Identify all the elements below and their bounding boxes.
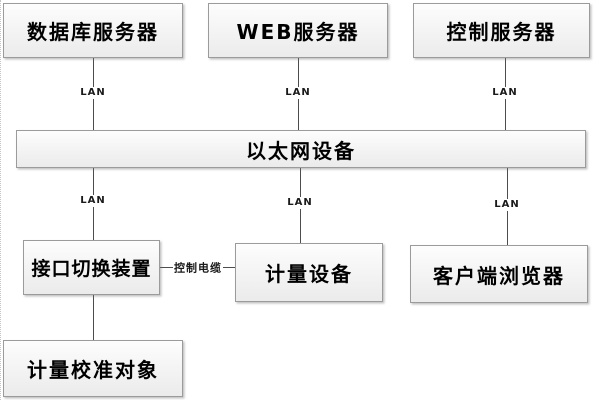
- node-web-server: WEB服务器: [208, 3, 388, 58]
- node-web-server-label: WEB服务器: [236, 20, 360, 44]
- node-client-browser-label: 客户端浏览器: [433, 263, 565, 288]
- node-interface-switch-label: 接口切换装置: [31, 258, 152, 280]
- node-calibration-object: 计量校准对象: [3, 340, 183, 397]
- node-metering-device-label: 计量设备: [265, 262, 353, 286]
- left-border-line: [0, 0, 1, 400]
- node-interface-switch: 接口切换装置: [23, 240, 160, 295]
- node-client-browser: 客户端浏览器: [410, 245, 588, 303]
- connector-switch-calibration: [93, 295, 94, 340]
- label-lan-web: LAN: [283, 87, 313, 99]
- label-lan-browser: LAN: [492, 199, 522, 211]
- node-database-server-label: 数据库服务器: [27, 20, 159, 44]
- node-database-server: 数据库服务器: [3, 3, 183, 58]
- label-lan-meter: LAN: [285, 197, 315, 209]
- node-calibration-object-label: 计量校准对象: [27, 358, 159, 382]
- node-metering-device: 计量设备: [235, 243, 383, 302]
- node-ethernet-device: 以太网设备: [16, 130, 586, 168]
- label-control-cable: 控制电缆: [173, 261, 223, 275]
- node-ethernet-device-label: 以太网设备: [246, 138, 356, 163]
- label-lan-ctrl: LAN: [490, 87, 520, 99]
- node-control-server-label: 控制服务器: [446, 20, 557, 44]
- label-lan-switch: LAN: [78, 195, 108, 207]
- label-lan-db: LAN: [78, 87, 108, 99]
- node-control-server: 控制服务器: [413, 3, 590, 58]
